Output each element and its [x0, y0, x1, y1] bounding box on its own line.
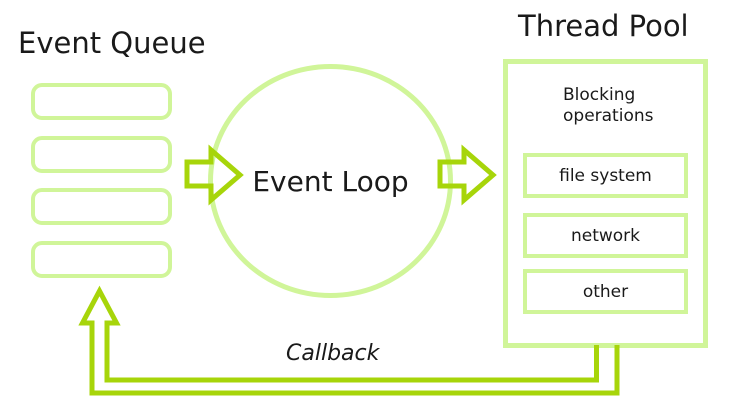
event-loop-circle: Event Loop [208, 64, 453, 298]
pool-item-other: other [523, 269, 688, 314]
queue-slot [31, 136, 172, 173]
event-queue-title: Event Queue [18, 26, 206, 60]
event-loop-label: Event Loop [252, 164, 409, 198]
thread-pool-box: Blocking operations file system network … [503, 59, 708, 348]
pool-item-file-system: file system [523, 153, 688, 198]
pool-item-network: network [523, 213, 688, 258]
queue-slot [31, 241, 172, 278]
thread-pool-title: Thread Pool [518, 9, 689, 43]
callback-label: Callback [286, 341, 380, 366]
queue-slot [31, 188, 172, 225]
thread-pool-subtitle: Blocking operations [563, 85, 654, 126]
queue-slot [31, 83, 172, 120]
